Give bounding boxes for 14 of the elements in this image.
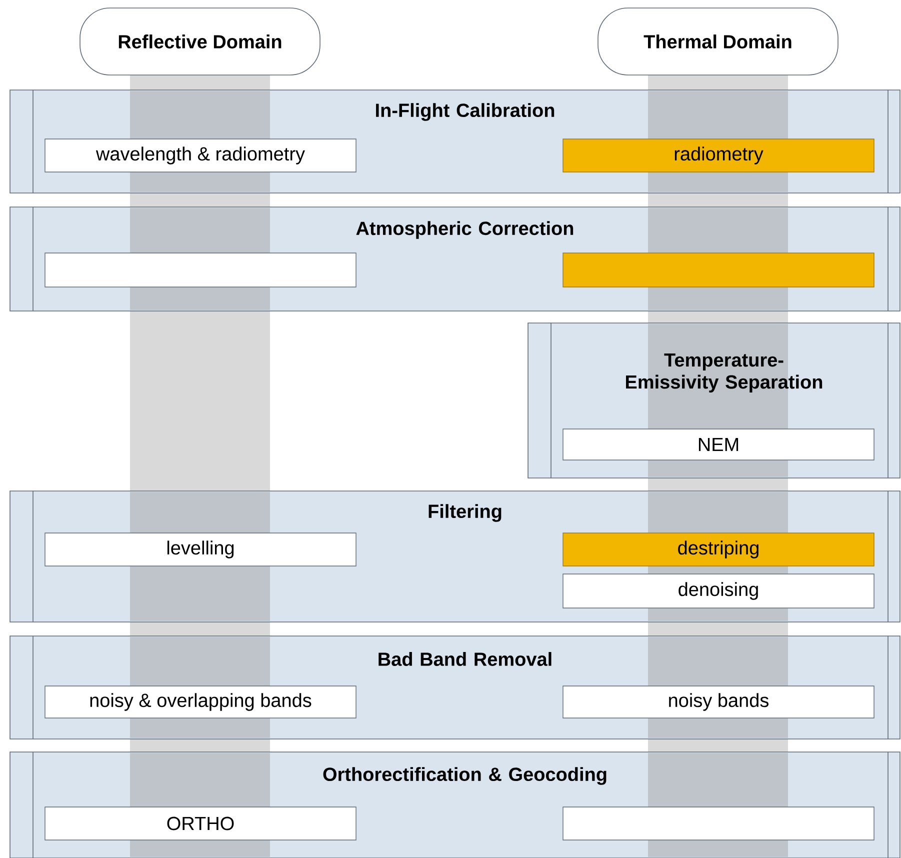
step-box: wavelength & radiometry bbox=[44, 138, 356, 172]
node-label: Thermal Domain bbox=[644, 34, 792, 48]
step-box bbox=[562, 806, 874, 840]
node-label: Reflective Domain bbox=[118, 34, 282, 48]
step-box: radiometry bbox=[562, 138, 874, 172]
step-box bbox=[562, 252, 874, 288]
step-box: levelling bbox=[44, 532, 356, 566]
step-box: ORTHO bbox=[44, 806, 356, 840]
step-box: destriping bbox=[562, 532, 874, 566]
step-box: noisy bands bbox=[562, 686, 874, 718]
step-box bbox=[44, 252, 356, 288]
step-box: NEM bbox=[562, 428, 874, 460]
step-box: denoising bbox=[562, 574, 874, 608]
step-box: noisy & overlapping bands bbox=[44, 686, 356, 718]
